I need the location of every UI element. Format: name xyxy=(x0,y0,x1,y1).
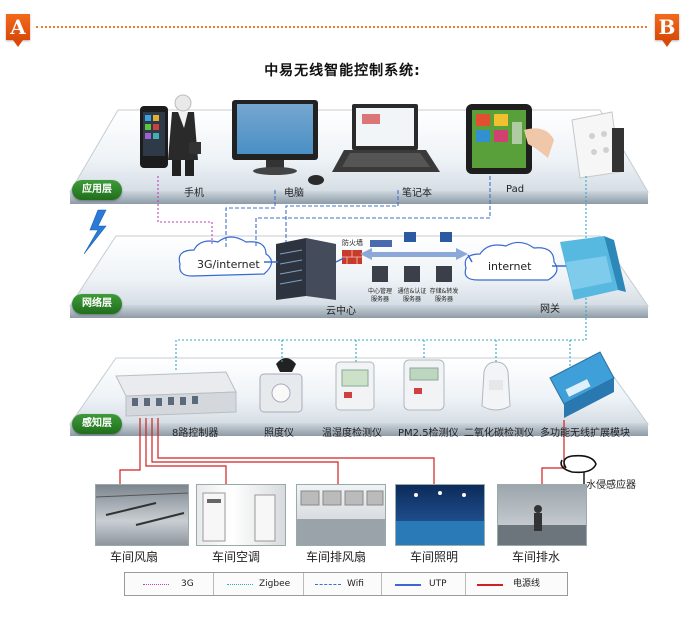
legend: 3G Zigbee Wifi UTP 电源线 xyxy=(124,572,568,596)
legend-label-zigbee: Zigbee xyxy=(259,579,291,589)
page-title: 中易无线智能控制系统: xyxy=(264,63,421,79)
label-server-storage: 存储&转发 服务器 xyxy=(429,288,459,303)
label-laptop: 笔记本 xyxy=(402,188,432,199)
illuminance-meter-icon xyxy=(259,358,303,413)
gateway-icon xyxy=(560,236,626,300)
line-zigbee-bus xyxy=(175,298,587,372)
photo-workshop-fan xyxy=(95,484,189,546)
label-workshop-lighting: 车间照明 xyxy=(410,550,459,564)
server-rack-icon xyxy=(276,238,336,300)
label-co2: 二氧化碳检测仪 xyxy=(464,428,534,439)
layer-tag-sensing: 感知层 xyxy=(72,414,122,434)
photo-workshop-lighting xyxy=(395,484,485,546)
phone-icon xyxy=(140,106,168,168)
label-controller: 8路控制器 xyxy=(172,428,219,439)
top-divider xyxy=(36,26,647,28)
controller-8ch-icon xyxy=(115,371,237,417)
cloud-internet-icon xyxy=(464,241,558,281)
legend-label-3g: 3G xyxy=(181,579,194,589)
legend-label-power: 电源线 xyxy=(513,579,541,589)
label-workshop-ac: 车间空调 xyxy=(212,550,261,564)
layer-tag-application: 应用层 xyxy=(72,180,122,200)
label-pm25: PM2.5检测仪 xyxy=(398,428,459,439)
line-utp-3 xyxy=(467,254,473,263)
photo-workshop-drainage xyxy=(497,484,587,546)
marker-a: A xyxy=(6,14,30,47)
label-cloud-3g: 3G/internet xyxy=(197,258,260,271)
line-utp-2 xyxy=(335,257,345,263)
laptop-icon xyxy=(332,104,440,172)
legend-label-utp: UTP xyxy=(429,579,447,589)
label-server-auth: 通信&认证 服务器 xyxy=(397,288,427,303)
marker-b: B xyxy=(655,14,679,47)
water-sensor-icon xyxy=(560,454,597,486)
label-server-management: 中心管理 服务器 xyxy=(367,288,392,303)
label-phone: 手机 xyxy=(184,188,204,199)
label-pad: Pad xyxy=(506,184,525,195)
photo-workshop-exhaust-fan xyxy=(296,484,386,546)
legend-line-utp xyxy=(395,584,421,586)
label-cloud-internet: internet xyxy=(488,260,532,273)
line-3g xyxy=(157,176,213,246)
label-temp-humidity: 温湿度检测仪 xyxy=(322,428,382,439)
monitor-icon xyxy=(232,100,324,185)
wireless-lightning-icon xyxy=(83,209,107,255)
label-gateway: 网关 xyxy=(540,304,560,315)
line-wifi-tablet xyxy=(255,176,491,246)
server-unit-icons xyxy=(372,266,452,282)
label-water-sensor: 水侵感应器 xyxy=(586,480,636,491)
label-expansion-module: 多功能无线扩展模块 xyxy=(540,428,630,439)
cloud-3g-internet-icon xyxy=(178,236,273,277)
legend-line-power xyxy=(477,584,503,586)
label-workshop-drainage: 车间排水 xyxy=(512,550,561,564)
firewall-icon xyxy=(342,250,362,264)
legend-line-zigbee xyxy=(227,584,253,585)
layer-tag-network: 网络层 xyxy=(72,294,122,314)
network-platform xyxy=(69,235,649,318)
label-illuminance: 照度仪 xyxy=(264,428,294,439)
line-wifi-laptop xyxy=(285,190,399,242)
label-workshop-fan: 车间风扇 xyxy=(110,550,159,564)
wireless-expansion-module-icon xyxy=(549,351,615,418)
wall-switch-icon xyxy=(571,111,624,179)
legend-label-wifi: Wifi xyxy=(347,579,364,589)
label-cloud-center: 云中心 xyxy=(326,306,356,317)
label-computer: 电脑 xyxy=(284,188,304,199)
legend-line-wifi xyxy=(315,584,341,585)
person-icon xyxy=(168,94,201,176)
power-lines xyxy=(119,418,565,484)
legend-line-3g xyxy=(143,584,169,585)
photo-workshop-ac xyxy=(196,484,286,546)
line-wifi-monitor xyxy=(225,190,276,248)
co2-meter-icon xyxy=(481,361,511,411)
label-firewall: 防火墙 xyxy=(342,239,363,247)
tablet-icon xyxy=(466,104,554,174)
temp-humidity-meter-icon xyxy=(335,361,375,411)
pm25-meter-icon xyxy=(403,359,445,411)
label-workshop-exhaust: 车间排风扇 xyxy=(306,550,367,564)
network-switch-icon xyxy=(360,232,468,260)
